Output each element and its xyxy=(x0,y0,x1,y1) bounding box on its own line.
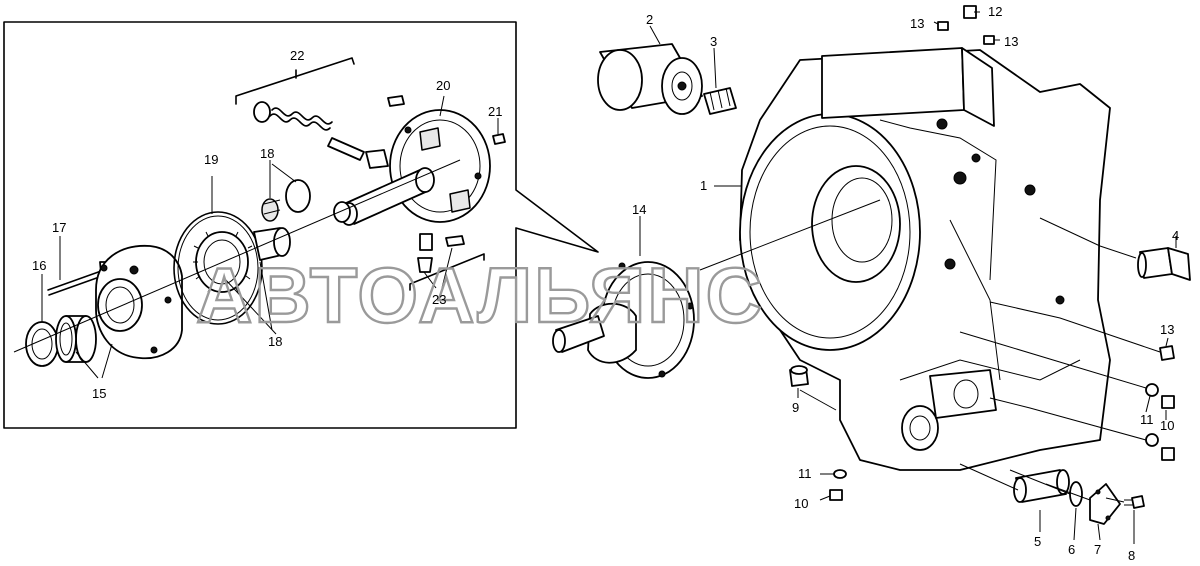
callout-15: 15 xyxy=(92,386,106,401)
callout-16: 16 xyxy=(32,258,46,273)
part-13-bolts xyxy=(937,21,1175,361)
part-20-plate-shaft xyxy=(340,109,491,226)
callout-5: 5 xyxy=(1034,534,1041,549)
part-3-fitting xyxy=(703,87,737,115)
part-4-plug xyxy=(1137,247,1191,281)
callout-20: 20 xyxy=(436,78,450,93)
inset-frame xyxy=(3,21,599,429)
watermark-text: АВТОАЛЬЯНС xyxy=(196,251,764,339)
part-10-bolt-right xyxy=(1161,395,1175,461)
callout-labels: 1 2 3 4 5 6 7 8 9 10 10 11 11 12 13 13 1… xyxy=(32,4,1179,563)
callout-18-bottom: 18 xyxy=(268,334,282,349)
bracket-22 xyxy=(235,57,355,105)
callout-8: 8 xyxy=(1128,548,1135,563)
callout-1: 1 xyxy=(700,178,707,193)
callout-10-bottom: 10 xyxy=(794,496,808,511)
callout-11-right: 11 xyxy=(1140,412,1154,427)
shaft-washer xyxy=(333,201,351,223)
callout-11-bottom: 11 xyxy=(798,466,812,481)
part-22-valve-spring xyxy=(253,95,405,169)
pump-housing xyxy=(95,245,183,360)
callout-6: 6 xyxy=(1068,542,1075,557)
part-18-inner-gear xyxy=(253,227,291,261)
part-7-cover xyxy=(1089,483,1121,525)
callout-13-top-left: 13 xyxy=(910,16,924,31)
callout-21: 21 xyxy=(488,104,502,119)
callout-7: 7 xyxy=(1094,542,1101,557)
inset-axis xyxy=(13,159,461,353)
callout-2: 2 xyxy=(646,12,653,27)
callout-12: 12 xyxy=(988,4,1002,19)
callout-17: 17 xyxy=(52,220,66,235)
part-2-oil-filter xyxy=(597,43,703,115)
part-18-small-gear xyxy=(261,179,311,222)
callout-22: 22 xyxy=(290,48,304,63)
part-21-screw xyxy=(492,133,506,145)
callout-9: 9 xyxy=(792,400,799,415)
leader-lines xyxy=(41,11,1177,544)
part-15-bushing xyxy=(55,315,97,363)
callout-23: 23 xyxy=(432,292,446,307)
part-14-pump xyxy=(552,261,695,379)
part-1-transmission-housing xyxy=(739,47,1111,471)
callout-13-right: 13 xyxy=(1160,322,1174,337)
callout-18-top: 18 xyxy=(260,146,274,161)
callout-19: 19 xyxy=(204,152,218,167)
part-16-seal xyxy=(25,321,59,367)
callout-3: 3 xyxy=(710,34,717,49)
callout-4: 4 xyxy=(1172,228,1179,243)
callout-10-right: 10 xyxy=(1160,418,1174,433)
part-5-sleeve xyxy=(1013,469,1070,503)
part-23-valve-parts xyxy=(417,233,465,273)
part-11-washer-bottom xyxy=(833,469,847,479)
part-9-plug xyxy=(789,365,809,387)
part-6-seal xyxy=(1069,481,1083,507)
part-10-bolt-bottom xyxy=(829,489,843,501)
part-12-cap xyxy=(963,5,977,19)
part-19-o-ring xyxy=(173,211,263,325)
detail-inset xyxy=(3,21,599,429)
callout-14: 14 xyxy=(632,202,646,217)
part-8-bolt xyxy=(1124,495,1145,509)
callout-13-top-right: 13 xyxy=(1004,34,1018,49)
